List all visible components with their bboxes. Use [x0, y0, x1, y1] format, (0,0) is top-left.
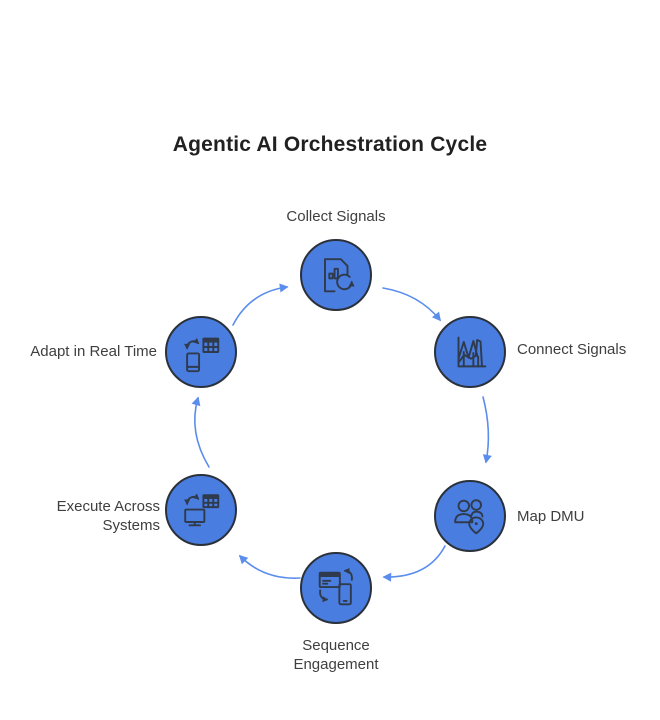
arrow-map-to-sequence	[382, 545, 446, 582]
node-map-dmu[interactable]	[434, 480, 506, 552]
arrow-adapt-to-collect	[232, 283, 289, 326]
node-label-connect-signals: Connect Signals	[517, 341, 627, 358]
node-label-adapt-in-real-time: Adapt in Real Time	[30, 343, 157, 360]
arrow-collect-to-connect	[382, 287, 441, 322]
node-label-collect-signals: Collect Signals	[286, 208, 386, 225]
node-label-execute-across-systems: Execute Across Systems	[56, 498, 160, 534]
node-collect-signals[interactable]	[300, 239, 372, 311]
phone-table-sync-icon	[184, 337, 220, 373]
arrow-sequence-to-execute	[238, 554, 301, 579]
monitor-table-sync-icon	[184, 493, 220, 527]
line-chart-icon	[457, 336, 487, 368]
document-chart-refresh-icon	[324, 258, 355, 293]
arrow-execute-to-adapt	[191, 396, 210, 468]
node-connect-signals[interactable]	[434, 316, 506, 388]
diagram-title: Agentic AI Orchestration Cycle	[172, 133, 488, 156]
node-adapt-in-real-time[interactable]	[165, 316, 237, 388]
node-sequence-engagement[interactable]	[300, 552, 372, 624]
arrow-connect-to-map	[482, 396, 492, 464]
node-label-sequence-engagement: Sequence Engagement	[293, 637, 379, 673]
browser-phone-sync-icon	[318, 568, 353, 606]
node-execute-across-systems[interactable]	[165, 474, 237, 546]
people-location-icon	[454, 499, 485, 535]
node-label-map-dmu: Map DMU	[517, 508, 585, 525]
